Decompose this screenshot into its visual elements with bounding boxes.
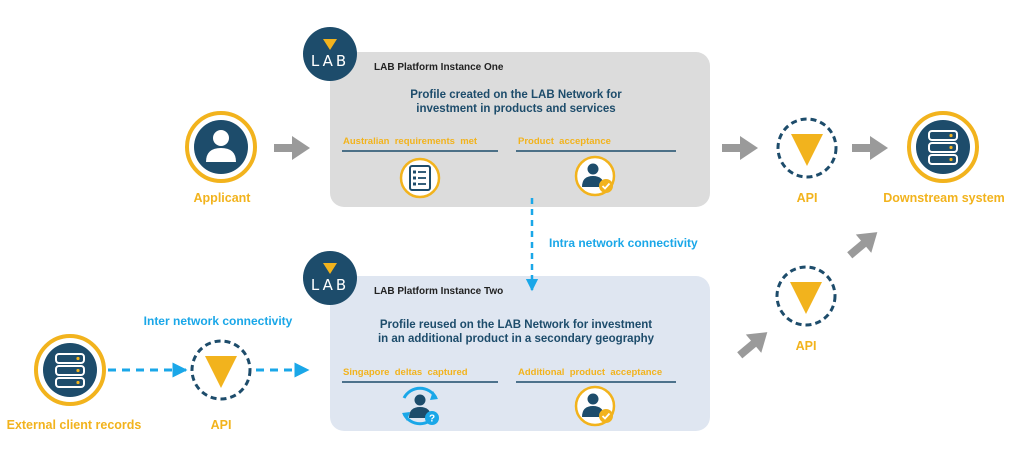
- database-icon: [907, 111, 979, 183]
- api-left-label: API: [210, 418, 232, 432]
- database-icon: [34, 334, 106, 406]
- arrow-lower-api-to-downstream: [847, 232, 878, 259]
- person-check-icon: [574, 385, 616, 427]
- person-icon: [185, 111, 257, 183]
- downstream-label: Downstream system: [883, 191, 1005, 205]
- instance-two-description-line1: Profile reused on the LAB Network for in…: [379, 319, 653, 331]
- api-top-label: API: [796, 191, 818, 205]
- instance-one-description-line1: Profile created on the LAB Network for: [410, 89, 622, 101]
- instance-two-accept-label: Additional product acceptance: [518, 367, 663, 378]
- api-triangle-icon: [775, 265, 837, 327]
- person-refresh-icon: ?: [402, 386, 439, 426]
- lab-logo-bottom-text: LAB: [310, 276, 350, 294]
- api-right-label: API: [795, 339, 817, 353]
- instance-one-accept-label: Product acceptance: [518, 136, 611, 147]
- instance-one-req-label: Australian requirements met: [343, 136, 478, 147]
- svg-text:?: ?: [429, 414, 435, 425]
- instance-one-title: LAB Platform Instance One: [374, 62, 504, 73]
- checklist-icon: [399, 157, 441, 199]
- instance-one-description-line2: investment in products and services: [416, 103, 616, 115]
- applicant-label: Applicant: [193, 191, 251, 205]
- person-check-icon: [574, 155, 616, 197]
- lab-logo-top-text: LAB: [310, 52, 350, 70]
- instance-two-title: LAB Platform Instance Two: [374, 286, 504, 297]
- intra-connectivity-label: Intra network connectivity: [549, 236, 698, 250]
- instance-one-panel: [330, 52, 710, 207]
- instance-two-deltas-label: Singapore deltas captured: [343, 367, 468, 378]
- inter-connectivity-label: Inter network connectivity: [143, 314, 293, 328]
- arrow-instance-two-to-api: [737, 332, 768, 359]
- arrow-instance-to-api: [722, 136, 758, 160]
- instance-two-panel: [330, 276, 710, 431]
- api-triangle-icon: [190, 339, 252, 401]
- api-triangle-icon: [776, 117, 838, 179]
- arrow-applicant-to-instance: [274, 136, 310, 160]
- lab-logo-bottom: [303, 251, 357, 305]
- arrow-api-to-downstream: [852, 136, 888, 160]
- external-records-label: External client records: [6, 418, 142, 432]
- lab-logo-top: [303, 27, 357, 81]
- instance-two-description-line2: in an additional product in a secondary …: [377, 333, 655, 345]
